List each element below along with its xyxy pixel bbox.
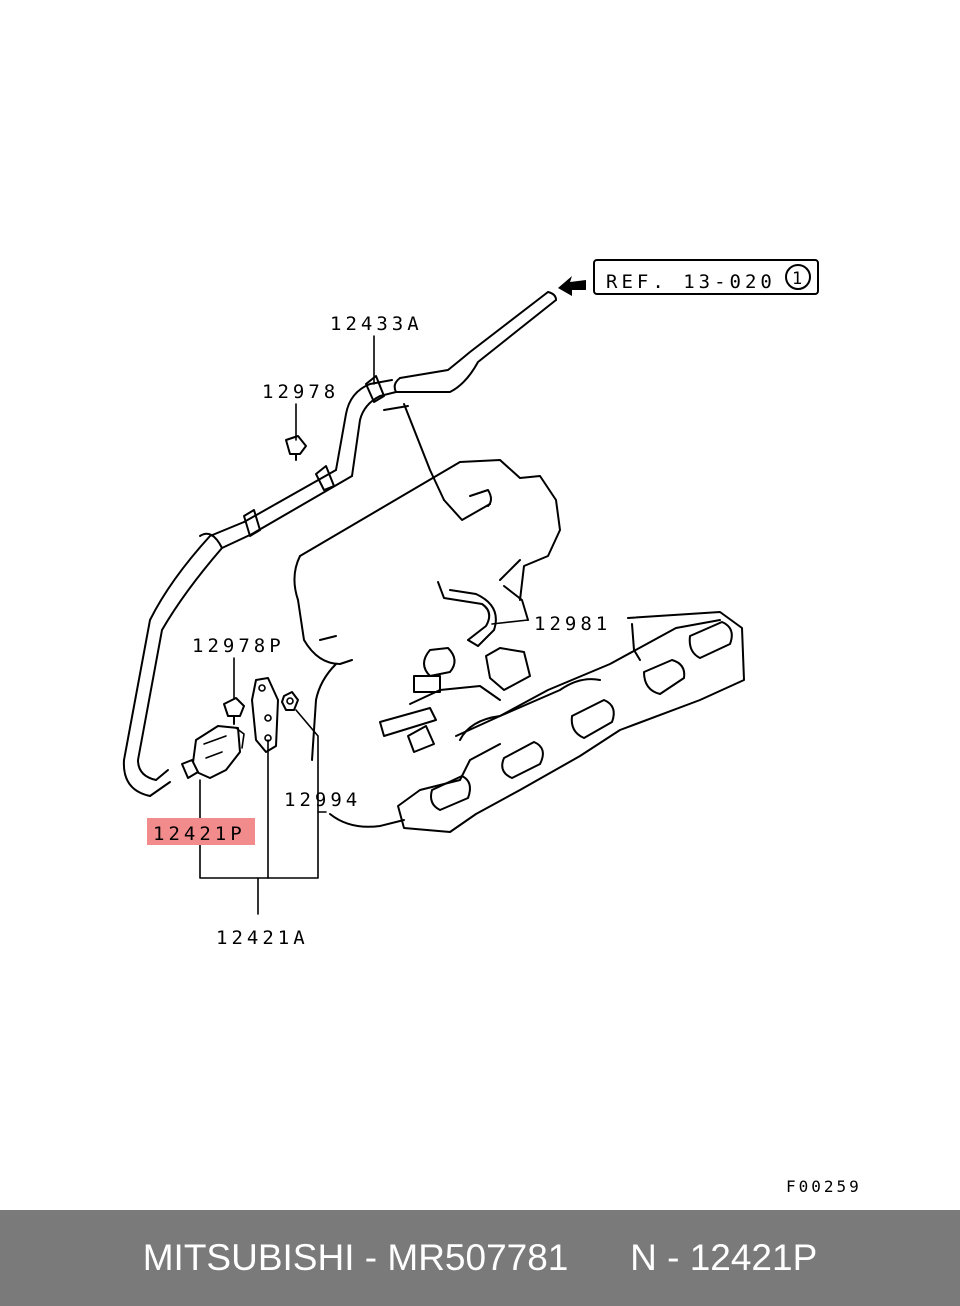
label-12978[interactable]: 12978 <box>262 381 339 403</box>
leader-lines <box>199 335 529 915</box>
footer-brand: MITSUBISHI <box>142 1237 355 1278</box>
parts-diagram: REF. 13-020 1 12433A 12978 12978P 12981 … <box>122 259 862 1196</box>
ref-arrow-icon <box>558 276 586 296</box>
intake-manifold <box>379 611 745 833</box>
footer-bar: MITSUBISHI - MR507781 N - 12421P <box>0 1210 960 1306</box>
label-12981[interactable]: 12981 <box>534 613 611 635</box>
hose-12981 <box>437 581 497 647</box>
ref-circle-number: 1 <box>792 269 802 289</box>
bracket <box>251 677 279 753</box>
footer-ref-number: 12421P <box>689 1237 818 1278</box>
footer-text: MITSUBISHI - MR507781 N - 12421P <box>143 1237 818 1279</box>
footer-ref-prefix: N - <box>630 1237 690 1278</box>
footer-part-number: MR507781 <box>387 1237 569 1278</box>
engine-block <box>293 403 561 761</box>
label-12421A[interactable]: 12421A <box>216 927 309 949</box>
ref-box[interactable]: REF. 13-020 1 <box>593 259 819 295</box>
ref-circle-icon <box>785 264 811 290</box>
ref-label: REF. 13-020 <box>606 271 776 293</box>
highlight-box <box>147 818 255 845</box>
footer-separator: - <box>354 1237 388 1278</box>
valve-12421P <box>181 725 245 779</box>
bolt-12978P <box>223 697 245 725</box>
nut <box>281 691 299 711</box>
label-12994[interactable]: 12994 <box>284 789 361 811</box>
label-12978P[interactable]: 12978P <box>192 635 285 657</box>
label-12433A[interactable]: 12433A <box>330 313 423 335</box>
figure-code: F00259 <box>786 1177 862 1196</box>
vacuum-hose-12433A <box>122 291 557 797</box>
footer-gap <box>568 1237 630 1278</box>
gasket-12994-leader <box>329 813 405 828</box>
label-12421P[interactable]: 12421P <box>153 823 246 845</box>
